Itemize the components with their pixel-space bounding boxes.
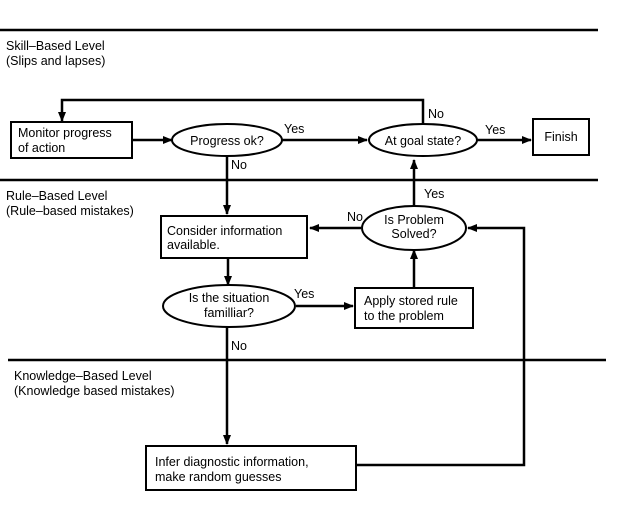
node-familiar-line1: Is the situation [189, 291, 270, 305]
node-infer-diagnostic: Infer diagnostic information, make rando… [145, 445, 357, 491]
rule-level-subtitle: (Rule–based mistakes) [6, 204, 134, 218]
label-solved-yes: Yes [424, 187, 444, 201]
knowledge-level-subtitle: (Knowledge based mistakes) [14, 384, 175, 398]
node-goal-state-text: At goal state? [385, 134, 461, 148]
label-familiar-yes: Yes [294, 287, 314, 301]
node-consider-line2: available. [167, 238, 220, 252]
label-familiar-no: No [231, 339, 247, 353]
node-finish-text: Finish [544, 130, 577, 144]
node-apply-line2: to the problem [364, 309, 444, 323]
node-problem-solved-line1: Is Problem [384, 213, 444, 227]
rule-level-title: Rule–Based Level [6, 189, 107, 203]
skill-level-subtitle: (Slips and lapses) [6, 54, 105, 68]
node-apply-stored-rule: Apply stored rule to the problem [354, 287, 474, 329]
node-goal-state: At goal state? [368, 123, 478, 157]
knowledge-level-title: Knowledge–Based Level [14, 369, 152, 383]
node-progress-ok-text: Progress ok? [190, 134, 264, 148]
node-monitor-progress: Monitor progress of action [10, 121, 133, 159]
node-problem-solved: Is Problem Solved? [361, 205, 467, 251]
label-progress-no: No [231, 158, 247, 172]
edge-goal-no-loop [58, 98, 425, 123]
skill-level-title: Skill–Based Level [6, 39, 105, 53]
label-progress-yes: Yes [284, 122, 304, 136]
node-consider-information: Consider information available. [160, 215, 308, 259]
label-goal-yes: Yes [485, 123, 505, 137]
edge-infer-to-solved [356, 224, 526, 467]
node-monitor-line2: of action [18, 141, 65, 155]
label-solved-no: No [347, 210, 363, 224]
node-progress-ok: Progress ok? [171, 123, 283, 157]
label-goal-no: No [428, 107, 444, 121]
node-infer-line1: Infer diagnostic information, [155, 455, 309, 469]
node-problem-solved-line2: Solved? [391, 227, 436, 241]
node-situation-familiar: Is the situation familliar? [162, 284, 296, 328]
node-finish: Finish [532, 118, 590, 156]
node-familiar-line2: familliar? [204, 306, 254, 320]
node-apply-line1: Apply stored rule [364, 294, 458, 308]
node-monitor-line1: Monitor progress [18, 126, 112, 140]
node-consider-line1: Consider information [167, 224, 282, 238]
node-infer-line2: make random guesses [155, 470, 281, 484]
